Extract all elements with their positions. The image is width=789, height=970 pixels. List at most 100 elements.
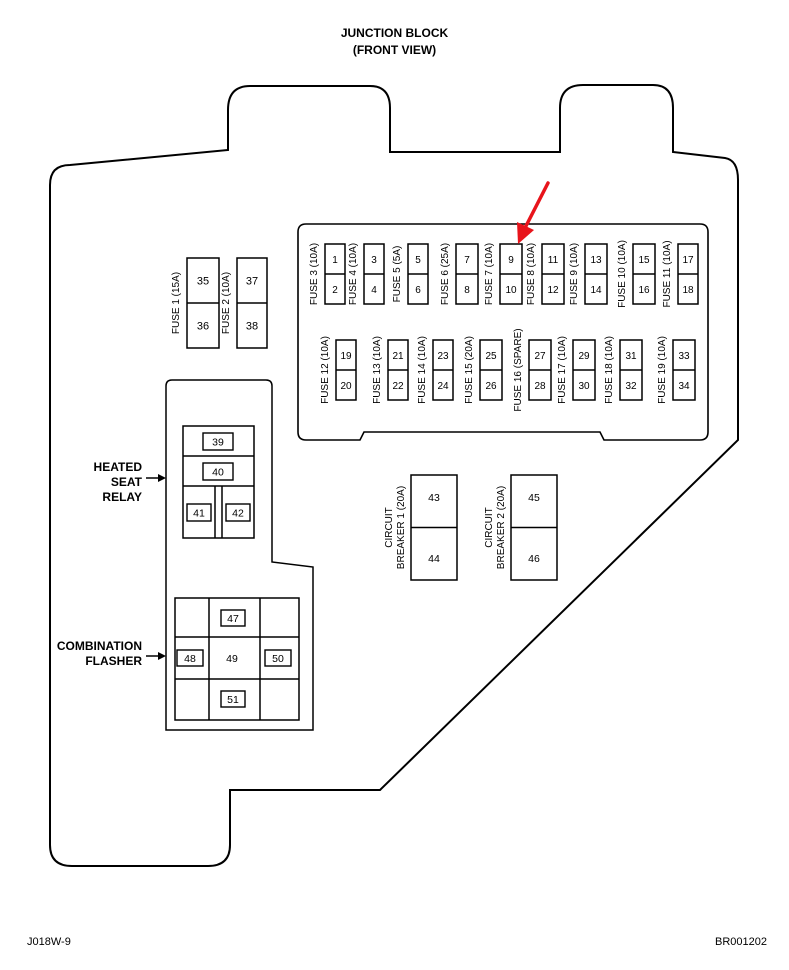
circuit-breaker-2-label-line-1: CIRCUIT (484, 507, 495, 548)
heated-seat-relay-line-2: SEAT (110, 475, 142, 489)
fuse-17-bottom-cavity: 30 (578, 381, 590, 392)
fuse-19-bottom-cavity: 34 (678, 381, 690, 392)
circuit-breaker-1-label-line-1: CIRCUIT (384, 507, 395, 548)
fuse-2-bottom-cavity: 38 (246, 321, 258, 333)
combination-flasher-line-2: FLASHER (85, 654, 142, 668)
fuse-14-top-cavity: 23 (437, 351, 449, 362)
flasher-cell-47: 47 (220, 609, 246, 627)
fuse-5-bottom-cavity: 6 (415, 285, 421, 296)
fuse-13-bottom-cavity: 22 (392, 381, 404, 392)
fuse-19-top-cavity: 33 (678, 351, 690, 362)
junction-block-outline (49, 84, 739, 867)
relay-panel-outline (165, 379, 314, 731)
heated-seat-relay-pointer (146, 474, 166, 482)
fuse-14-bottom-cavity: 24 (437, 381, 449, 392)
circuit-breaker-2-bottom-cavity: 46 (528, 553, 540, 565)
svg-text:42: 42 (232, 508, 244, 520)
fuse-5-label: FUSE 5 (5A) (392, 246, 403, 303)
heated-seat-relay-line-1: HEATED (93, 460, 142, 474)
svg-text:51: 51 (227, 694, 239, 706)
fuse-15-label: FUSE 15 (20A) (464, 336, 475, 404)
fuse-9-label: FUSE 9 (10A) (569, 243, 580, 305)
fuse-18-bottom-cavity: 32 (625, 381, 637, 392)
fuse-1-label: FUSE 1 (15A) (171, 272, 182, 334)
fuse-9-top-cavity: 13 (590, 255, 602, 266)
fuse-6: 7 8 FUSE 6 (25A) (440, 243, 479, 305)
footer-left-code: J018W-9 (27, 936, 71, 948)
fuse-bank-outline (297, 223, 709, 441)
fuse-4-label: FUSE 4 (10A) (348, 243, 359, 305)
relay-cell-41: 41 (186, 503, 212, 522)
heated-seat-relay-line-3: RELAY (102, 490, 142, 504)
flasher-cell-50: 50 (264, 649, 292, 667)
fuse-2-label: FUSE 2 (10A) (221, 272, 232, 334)
svg-text:48: 48 (184, 653, 196, 665)
flasher-cell-49: 49 (226, 653, 238, 665)
fuse-8: 11 12 FUSE 8 (10A) (526, 243, 565, 305)
flasher-cell-48: 48 (176, 649, 204, 667)
circuit-breaker-2-label-line-2: BREAKER 2 (20A) (496, 486, 507, 569)
svg-text:47: 47 (227, 613, 239, 625)
svg-text:49: 49 (226, 653, 238, 665)
fuse-3-label: FUSE 3 (10A) (309, 243, 320, 305)
fuse-6-bottom-cavity: 8 (464, 285, 470, 296)
fuse-16-top-cavity: 27 (534, 351, 546, 362)
fuse-6-label: FUSE 6 (25A) (440, 243, 451, 305)
fuse-9: 13 14 FUSE 9 (10A) (569, 243, 608, 305)
fuse-5-top-cavity: 5 (415, 255, 421, 266)
fuse-12-label: FUSE 12 (10A) (320, 336, 331, 404)
fuse-3-top-cavity: 1 (332, 255, 338, 266)
fuse-8-bottom-cavity: 12 (547, 285, 559, 296)
relay-cell-40: 40 (202, 462, 234, 481)
relay-cell-42: 42 (225, 503, 251, 522)
fuse-4-top-cavity: 3 (371, 255, 377, 266)
svg-text:41: 41 (193, 508, 205, 520)
fuse-4-bottom-cavity: 4 (371, 285, 377, 296)
circuit-breaker-2-top-cavity: 45 (528, 492, 540, 504)
fuse-15-top-cavity: 25 (485, 351, 497, 362)
fuse-7-label: FUSE 7 (10A) (484, 243, 495, 305)
footer-right-code: BR001202 (715, 936, 767, 948)
fuse-8-top-cavity: 11 (548, 255, 559, 266)
fuse-6-top-cavity: 7 (464, 255, 470, 266)
circuit-breaker-1-top-cavity: 43 (428, 492, 440, 504)
flasher-cell-51: 51 (220, 690, 246, 708)
fuse-5: 5 6 FUSE 5 (5A) (392, 243, 429, 305)
fuse-8-label: FUSE 8 (10A) (526, 243, 537, 305)
circuit-breaker-1-label-line-2: BREAKER 1 (20A) (396, 486, 407, 569)
svg-text:50: 50 (272, 653, 284, 665)
heated-seat-relay-label: HEATED SEAT RELAY (70, 460, 142, 505)
fuse-7-top-cavity: 9 (508, 255, 514, 266)
combination-flasher-label: COMBINATION FLASHER (40, 639, 142, 669)
fuse-4: 3 4 FUSE 4 (10A) (348, 243, 385, 305)
diagram-title: JUNCTION BLOCK (340, 26, 449, 40)
fuse-11-bottom-cavity: 18 (682, 285, 694, 296)
fuse-10-top-cavity: 15 (638, 255, 650, 266)
fuse-9-bottom-cavity: 14 (590, 285, 602, 296)
fuse-18-top-cavity: 31 (625, 351, 637, 362)
circuit-breaker-1-bottom-cavity: 44 (428, 553, 440, 565)
fuse-11-label: FUSE 11 (10A) (662, 240, 673, 307)
fuse-13-label: FUSE 13 (10A) (372, 336, 383, 404)
fuse-12-bottom-cavity: 20 (340, 381, 352, 392)
fuse-3-bottom-cavity: 2 (332, 285, 338, 296)
fuse-3: 1 2 FUSE 3 (10A) (309, 243, 346, 305)
combination-flasher-pointer (146, 652, 166, 660)
